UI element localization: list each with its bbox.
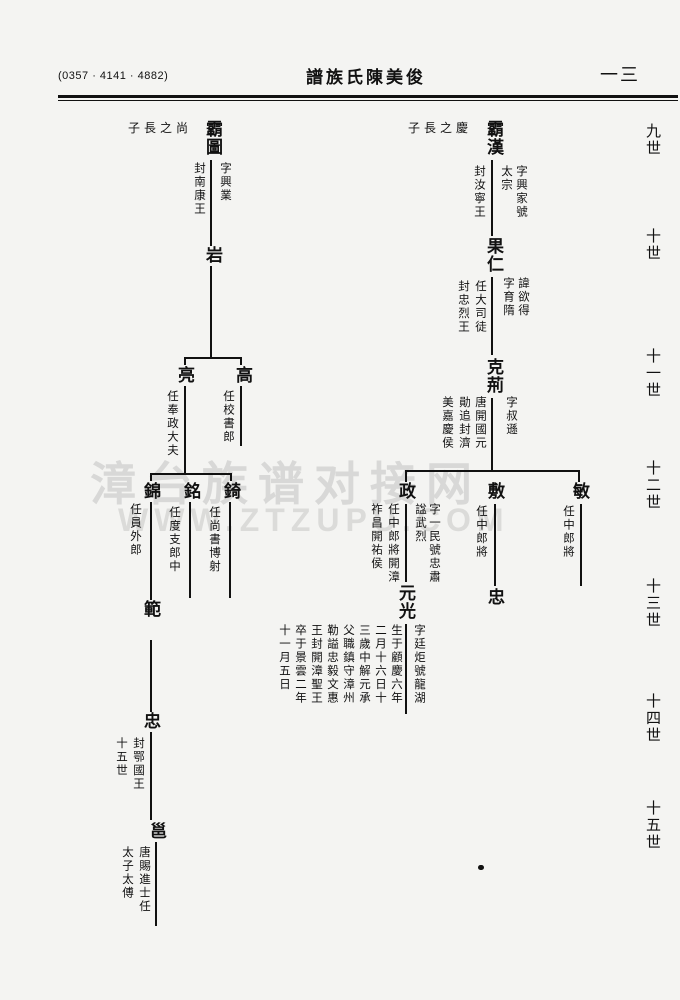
yuan-guang-note-8: 卒于景雲二年: [294, 624, 308, 705]
jin-note-1: 任員外郎: [129, 503, 143, 557]
gao-name: 高: [232, 366, 252, 384]
yan-name: 岩: [202, 246, 222, 264]
line-vertical: [230, 473, 232, 481]
yuan-guang-note-6: 勒謚忠毅文惠: [326, 624, 340, 705]
line-horizontal: [405, 470, 580, 472]
yuan-guang-note-7: 王封開漳聖王: [310, 624, 324, 705]
ba-han-note-3: 封汝寧王: [473, 165, 487, 219]
guo-ren-note-3: 任大司徒: [474, 280, 488, 334]
line-vertical: [580, 504, 582, 586]
line-vertical: [189, 502, 191, 598]
header-rule-thick: [58, 95, 678, 98]
ke-jing-note-2: 唐開國元: [474, 396, 488, 450]
line-vertical: [184, 357, 186, 365]
line-vertical: [240, 357, 242, 365]
line-vertical: [150, 502, 152, 600]
yong-name: 邕: [146, 822, 166, 840]
line-vertical: [491, 398, 493, 470]
gen-11: 十一世: [644, 348, 662, 399]
yuan-guang-note-1: 字廷炬號龍湖: [413, 624, 427, 705]
yuan-guang-name: 元光: [395, 584, 415, 620]
qi-note-1: 任尚書博射: [208, 506, 222, 574]
guo-ren-note-2: 字育隋: [502, 277, 516, 318]
line-vertical: [491, 277, 493, 355]
line-vertical: [578, 470, 580, 482]
zhong-note-1: 封鄂國王: [132, 737, 146, 791]
line-vertical: [210, 160, 212, 246]
line-vertical: [494, 504, 496, 586]
yuan-guang-note-9: 十一月五日: [278, 624, 292, 692]
gen-12: 十二世: [644, 460, 662, 511]
ke-jing-name: 克荊: [483, 358, 503, 394]
liang-note-1: 任奉政大夫: [166, 390, 180, 458]
zheng-note-2: 諡武烈: [414, 503, 428, 544]
watermark-chinese: 漳台族谱对接网: [90, 457, 482, 511]
liang-name: 亮: [174, 366, 194, 384]
zhong-note-2: 十五世: [115, 737, 129, 778]
guo-ren-note-1: 諱欲得: [517, 277, 531, 318]
ke-jing-note-1: 字叔遜: [505, 396, 519, 437]
yong-note-1: 唐賜進士任: [138, 846, 152, 914]
yuan-guang-note-3: 二月十六日十: [374, 624, 388, 705]
line-horizontal: [150, 473, 232, 475]
zheng-note-4: 祚昌開祐侯: [370, 503, 384, 571]
line-horizontal: [184, 357, 242, 359]
line-vertical: [491, 160, 493, 236]
gao-note-1: 任校書郎: [222, 390, 236, 444]
yuan-guang-note-5: 父職鎮守漳州: [342, 624, 356, 705]
guo-ren-note-4: 封忠烈王: [457, 280, 471, 334]
fan-name: 範: [140, 600, 160, 618]
book-title: 譜族氏陳美俊: [306, 68, 426, 88]
line-vertical: [240, 386, 242, 446]
yong-note-2: 太子太傅: [121, 846, 135, 900]
line-vertical: [150, 473, 152, 481]
ming-note-1: 任度支郎中: [168, 506, 182, 574]
gen-13: 十三世: [644, 578, 662, 629]
ba-tu-name: 霸圖: [202, 120, 222, 156]
line-vertical: [405, 504, 407, 582]
zhong-name: 忠: [140, 712, 160, 730]
gen-14: 十四世: [644, 693, 662, 744]
ke-jing-note-3: 勛追封濟: [458, 396, 472, 450]
fu-name: 敷: [484, 482, 504, 500]
line-vertical: [405, 624, 407, 714]
watermark-url: WWW.ZTZUPU.COM: [118, 502, 510, 538]
zheng-note-1: 字一民號忠肅: [428, 503, 442, 584]
min-name: 敏: [569, 482, 589, 500]
page-number: 一三: [600, 65, 640, 86]
ba-han-note-1: 字興家號: [515, 165, 529, 219]
gen-15: 十五世: [644, 800, 662, 851]
yuan-guang-note-4: 三歲中解元承: [358, 624, 372, 705]
zheng-name: 政: [395, 482, 415, 500]
jin-name: 錦: [140, 482, 160, 500]
qi-name: 錡: [220, 482, 240, 500]
ming-name: 銘: [180, 482, 200, 500]
ba-han-name: 霸漢: [483, 120, 503, 156]
zheng-note-3: 任中郎將開漳: [387, 503, 401, 584]
yuan-guang-note-2: 生于顧慶六年: [390, 624, 404, 705]
line-vertical: [150, 640, 152, 712]
guo-ren-name: 果仁: [483, 237, 503, 273]
line-vertical: [155, 842, 157, 926]
ba-han-relation: 子長之慶: [408, 121, 473, 135]
ba-tu-relation: 子長之尚: [128, 121, 193, 135]
line-vertical: [210, 266, 212, 358]
fu-zhong-name: 忠: [484, 588, 504, 606]
min-note-1: 任中郎將: [562, 505, 576, 559]
ke-jing-note-4: 美嘉慶侯: [441, 396, 455, 450]
ba-tu-note-1: 字興業: [219, 162, 233, 203]
line-vertical: [229, 502, 231, 598]
ba-han-note-2: 太宗: [500, 165, 514, 192]
ink-dot: [478, 865, 484, 870]
line-vertical: [150, 732, 152, 820]
line-vertical: [184, 386, 186, 474]
gen-10: 十世: [644, 228, 662, 262]
header-rule-thin: [58, 100, 678, 101]
ba-tu-note-2: 封南康王: [193, 162, 207, 216]
phone-number: (0357 · 4141 · 4882): [58, 70, 169, 82]
fu-note-1: 任中郎將: [475, 505, 489, 559]
gen-9: 九世: [644, 123, 662, 157]
line-vertical: [405, 470, 407, 482]
